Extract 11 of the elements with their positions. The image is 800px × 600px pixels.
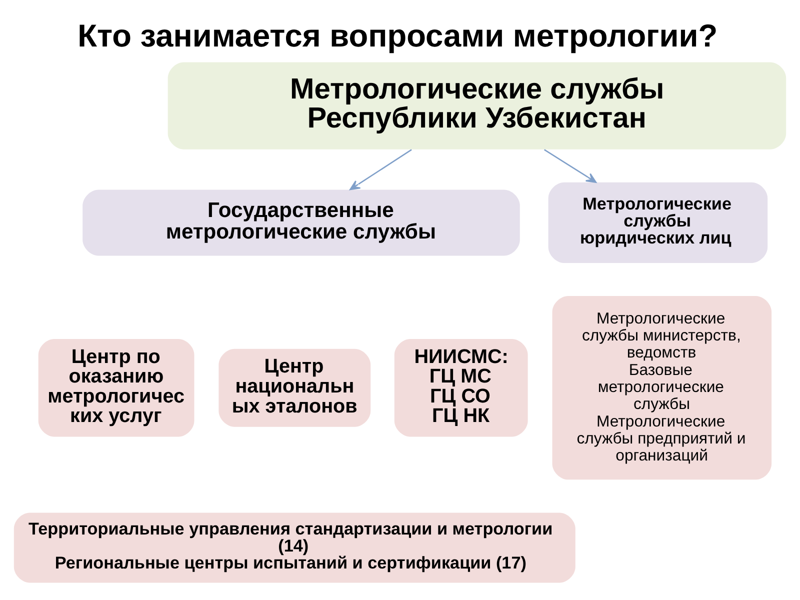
- node-box: Территориальные управления стандартизации и метрологии (14) Региональные центры испытаний и сертификации (17): [14, 512, 576, 583]
- node-box: Центр по оказанию метрологичес ких услуг: [38, 338, 194, 437]
- node-box: Метрологические службы министерств, ведомств Базовые метрологические службы Метрологические службы предприятий и организаций: [552, 296, 772, 480]
- node-box: Метрологические службы Республики Узбекистан: [168, 62, 786, 150]
- node-box: Метрологические службы юридических лиц: [548, 182, 768, 263]
- diagram-title: Кто занимается вопросами метрологии?: [78, 18, 718, 54]
- arrow: [350, 149, 412, 190]
- arrow: [544, 149, 597, 183]
- node-box: Центр национальн ых эталонов: [218, 348, 371, 427]
- node-box: НИИСМС: ГЦ МС ГЦ СО ГЦ НК: [394, 338, 528, 437]
- node-box: Государственные метрологические службы: [82, 190, 520, 256]
